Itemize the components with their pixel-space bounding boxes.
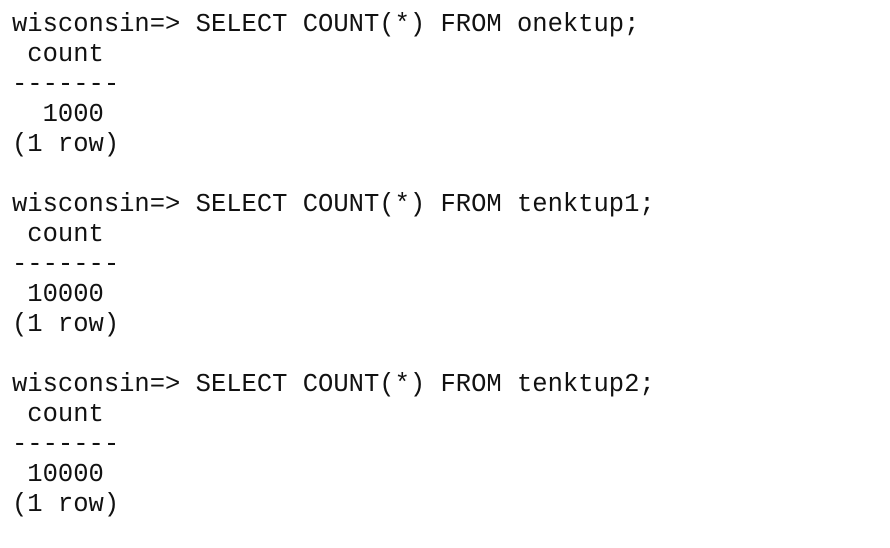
blank-line (12, 340, 882, 370)
query-block: wisconsin=> SELECT COUNT(*) FROM tenktup… (12, 190, 882, 340)
query-block: wisconsin=> SELECT COUNT(*) FROM onektup… (12, 10, 882, 160)
row-count: (1 row) (12, 130, 120, 159)
sql-command: SELECT COUNT(*) FROM onektup; (195, 10, 640, 39)
result-value: 10000 (12, 460, 104, 489)
result-value: 10000 (12, 280, 104, 309)
sql-command: SELECT COUNT(*) FROM tenktup1; (195, 190, 655, 219)
command-line: wisconsin=> SELECT COUNT(*) FROM tenktup… (12, 190, 882, 220)
result-value: 1000 (12, 100, 104, 129)
prompt: wisconsin=> (12, 370, 181, 399)
terminal-output[interactable]: wisconsin=> SELECT COUNT(*) FROM onektup… (12, 10, 882, 520)
column-header: count (12, 400, 104, 429)
blank-line (12, 160, 882, 190)
sql-command: SELECT COUNT(*) FROM tenktup2; (195, 370, 655, 399)
column-header: count (12, 220, 104, 249)
separator: ------- (12, 70, 120, 99)
row-count: (1 row) (12, 310, 120, 339)
separator: ------- (12, 250, 120, 279)
command-line: wisconsin=> SELECT COUNT(*) FROM onektup… (12, 10, 882, 40)
prompt: wisconsin=> (12, 190, 181, 219)
command-line: wisconsin=> SELECT COUNT(*) FROM tenktup… (12, 370, 882, 400)
row-count: (1 row) (12, 490, 120, 519)
query-block: wisconsin=> SELECT COUNT(*) FROM tenktup… (12, 370, 882, 520)
column-header: count (12, 40, 104, 69)
prompt: wisconsin=> (12, 10, 181, 39)
separator: ------- (12, 430, 120, 459)
